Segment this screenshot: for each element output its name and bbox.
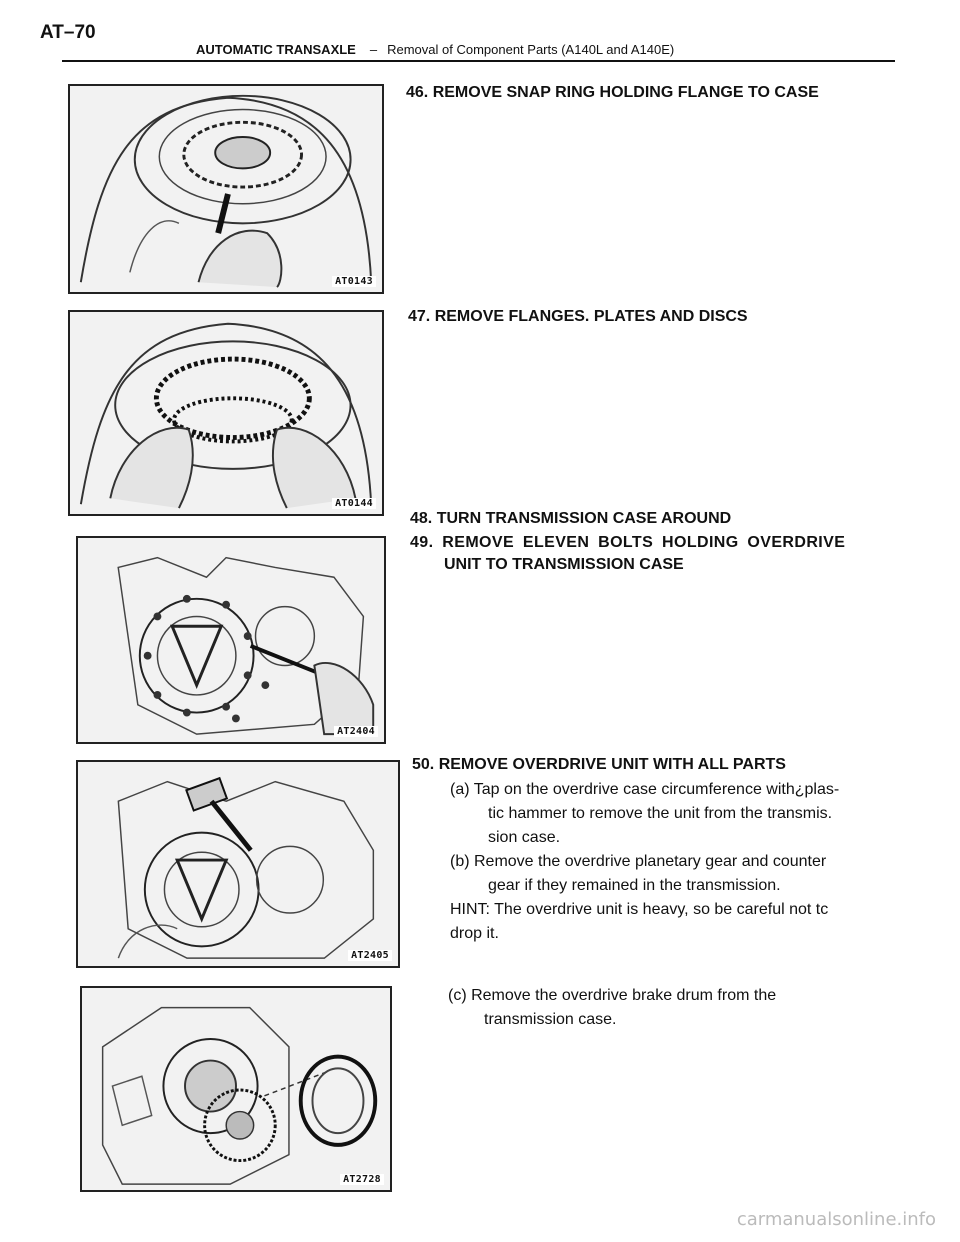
figure-flanges-removal: AT0144 (68, 310, 384, 516)
step-50a-line2: tic hammer to remove the unit from the t… (488, 805, 833, 822)
hint-line1: HINT: The overdrive unit is heavy, so be… (450, 901, 829, 918)
overdrive-unit-illustration (117, 776, 375, 959)
figure-code: AT2728 (340, 1174, 384, 1185)
figure-code: AT2405 (348, 950, 392, 961)
header-separator: – (369, 42, 378, 57)
overdrive-bolts-illustration (117, 556, 375, 736)
step-50a-line3: sion case. (488, 829, 561, 846)
running-header: AUTOMATIC TRANSAXLE–Removal of Component… (196, 42, 674, 57)
step-46-title: 46. REMOVE SNAP RING HOLDING FLANGE TO C… (406, 84, 819, 101)
step-48-title: 48. TURN TRANSMISSION CASE AROUND (410, 510, 732, 527)
watermark: carmanualsonline.info (736, 1209, 936, 1230)
hint-line2: drop it. (450, 925, 499, 942)
section-title: AUTOMATIC TRANSAXLE (196, 42, 356, 57)
step-50c-line2: transmission case. (484, 1011, 617, 1028)
flanges-illustration (79, 322, 373, 509)
step-49-title-cont: UNIT TO TRANSMISSION CASE (444, 556, 684, 573)
figure-code: AT0143 (332, 276, 376, 287)
header-rule (62, 60, 895, 62)
figure-code: AT2404 (334, 726, 378, 737)
section-subtitle: Removal of Component Parts (A140L and A1… (387, 42, 675, 57)
step-50b-line1: (b) Remove the overdrive planetary gear … (450, 853, 827, 870)
figure-overdrive-unit: AT2405 (76, 760, 400, 968)
step-50c-line1: (c) Remove the overdrive brake drum from… (448, 987, 777, 1004)
page-number: AT–70 (40, 22, 96, 43)
brake-drum-illustration (101, 1006, 378, 1185)
figure-overdrive-bolts: AT2404 (76, 536, 386, 744)
figure-snap-ring-removal: AT0143 (68, 84, 384, 294)
figure-code: AT0144 (332, 498, 376, 509)
snap-ring-illustration (79, 94, 373, 288)
step-50b-line2: gear if they remained in the transmissio… (488, 877, 781, 894)
step-47-title: 47. REMOVE FLANGES. PLATES AND DISCS (408, 308, 748, 325)
figure-brake-drum: AT2728 (80, 986, 392, 1192)
step-50a-line1: (a) Tap on the overdrive case circumfere… (450, 781, 840, 798)
step-49-title: 49. REMOVE ELEVEN BOLTS HOLDING OVERDRIV… (410, 534, 846, 551)
step-50-title: 50. REMOVE OVERDRIVE UNIT WITH ALL PARTS (412, 756, 786, 773)
